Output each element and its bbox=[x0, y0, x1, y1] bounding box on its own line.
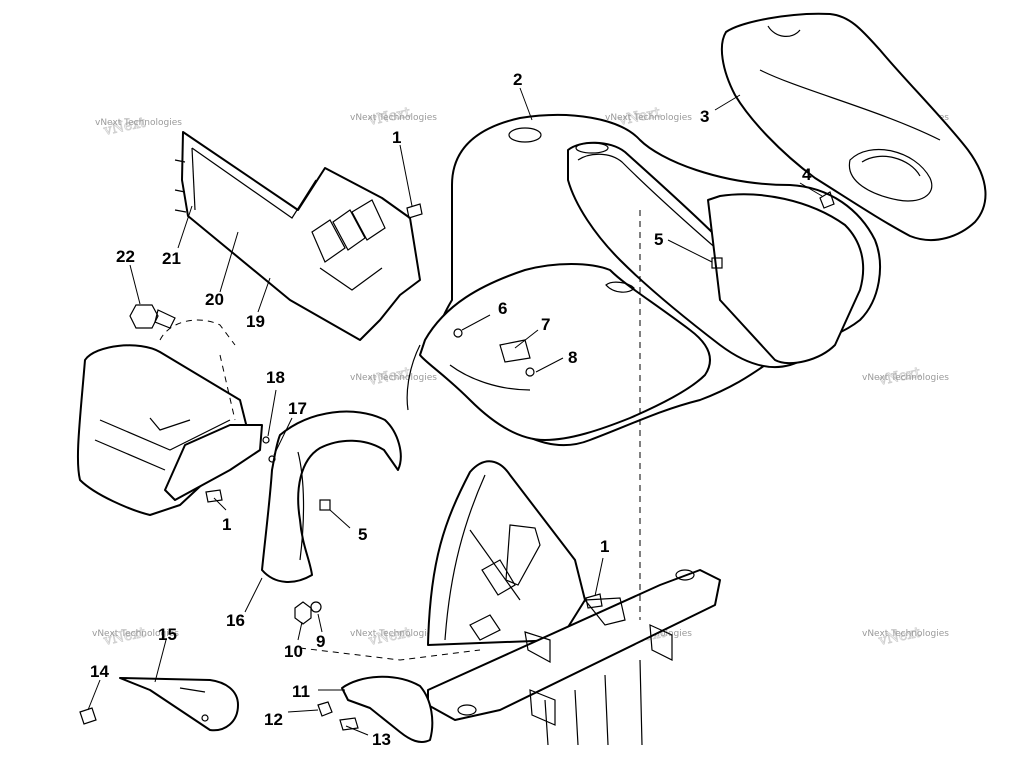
callout-11: 11 bbox=[292, 682, 310, 701]
watermark-text: vNext Technologies bbox=[350, 629, 437, 639]
fender-flare-part bbox=[261, 410, 402, 583]
leader-lines bbox=[87, 87, 823, 736]
watermark-text: vNext Technologies bbox=[350, 113, 437, 123]
callout-18: 18 bbox=[266, 368, 285, 387]
screw-1-frame bbox=[585, 593, 603, 609]
callout-1: 1 bbox=[600, 537, 609, 556]
bolt-14 bbox=[79, 707, 97, 725]
callout-2: 2 bbox=[513, 70, 522, 89]
screw-18 bbox=[262, 436, 270, 444]
footrest-part bbox=[76, 319, 263, 516]
side-panel-part bbox=[174, 131, 421, 341]
washer-9 bbox=[310, 601, 322, 613]
callout-1: 1 bbox=[222, 515, 231, 534]
rear-fender-part bbox=[406, 113, 881, 447]
nut-8 bbox=[525, 367, 535, 377]
watermark-text: vNext Technologies bbox=[92, 629, 179, 639]
bolt-head-22 bbox=[129, 304, 159, 329]
clip-4 bbox=[819, 191, 835, 209]
callout-14: 14 bbox=[90, 662, 109, 681]
watermark-text: vNext Technologies bbox=[350, 373, 437, 383]
callout-10: 10 bbox=[284, 642, 303, 661]
callout-7: 7 bbox=[541, 315, 550, 334]
callout-17: 17 bbox=[288, 399, 307, 418]
callout-1: 1 bbox=[392, 128, 401, 147]
seat-part bbox=[720, 12, 987, 241]
callout-5: 5 bbox=[654, 230, 663, 249]
bracket-part bbox=[119, 677, 239, 732]
watermark-text: vNext Technologies bbox=[95, 118, 182, 128]
callout-22: 22 bbox=[116, 247, 135, 266]
callout-4: 4 bbox=[802, 165, 812, 184]
splash-guard-part bbox=[341, 675, 434, 743]
washer-17 bbox=[268, 455, 276, 463]
callout-19: 19 bbox=[246, 312, 265, 331]
callout-20: 20 bbox=[205, 290, 224, 309]
watermark-text: vNext Technologies bbox=[605, 113, 692, 123]
callout-16: 16 bbox=[226, 611, 245, 630]
callout-3: 3 bbox=[700, 107, 709, 126]
screw-1-left bbox=[205, 489, 223, 503]
screw-1-top bbox=[406, 203, 423, 219]
callout-9: 9 bbox=[316, 632, 325, 651]
nut-10 bbox=[294, 601, 312, 625]
callout-12: 12 bbox=[264, 710, 283, 729]
callout-5: 5 bbox=[358, 525, 367, 544]
callout-8: 8 bbox=[568, 348, 577, 367]
watermark-text: vNext Technologies bbox=[862, 373, 949, 383]
callout-15: 15 bbox=[158, 625, 177, 644]
callout-6: 6 bbox=[498, 299, 507, 318]
main-frame-part bbox=[299, 210, 721, 746]
callout-21: 21 bbox=[162, 249, 181, 268]
watermark-text: vNext Technologies bbox=[862, 629, 949, 639]
nut-12 bbox=[317, 701, 333, 717]
clip-7 bbox=[499, 339, 531, 363]
clip-5-top bbox=[711, 257, 723, 269]
clip-5-flare bbox=[319, 499, 331, 511]
screw-13 bbox=[339, 717, 359, 731]
callout-numbers: 1 1 1 2 3 4 5 5 6 7 8 9 10 11 12 13 14 1… bbox=[90, 70, 812, 749]
callout-13: 13 bbox=[372, 730, 391, 749]
screw-6 bbox=[453, 328, 463, 338]
